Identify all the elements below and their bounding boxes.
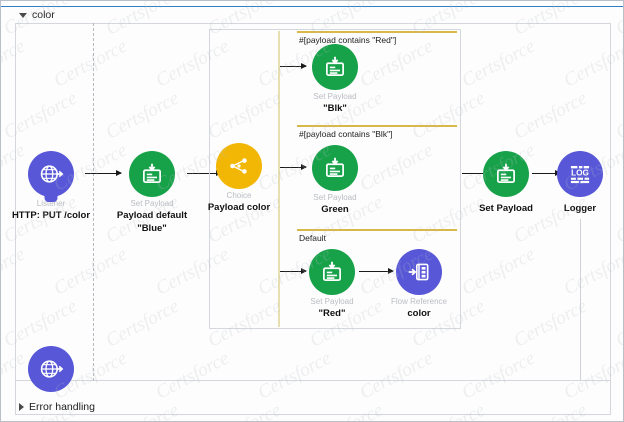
set-payload-blk-type-label: Set Payload	[313, 92, 357, 101]
node-error-listener[interactable]	[5, 346, 97, 392]
error-handling-label: Error handling	[29, 401, 95, 413]
flow-reference-icon-circle[interactable]	[396, 249, 442, 295]
flow-frame	[15, 23, 611, 381]
choice-router-icon	[230, 158, 247, 174]
set-payload-icon	[497, 163, 515, 183]
error-handling-header[interactable]: Error handling	[19, 401, 95, 413]
set-payload-red-name-label: "Red"	[318, 307, 346, 319]
set-payload-icon	[323, 261, 341, 281]
set-payload-red-type-label: Set Payload	[310, 297, 354, 306]
svg-text:LOG: LOG	[571, 169, 589, 178]
node-set-payload-default[interactable]: Set Payload Payload default "Blue"	[106, 151, 198, 235]
branch-container-3: Default	[297, 229, 457, 325]
logger-icon: LOG	[570, 165, 590, 184]
branch-label-3: Default	[299, 233, 326, 243]
logger-icon-circle[interactable]: LOG	[557, 151, 603, 197]
set-payload-default-name-label: Payload default	[116, 209, 188, 221]
choice-name-label: Payload color	[207, 201, 271, 213]
node-set-payload-final[interactable]: Set Payload	[460, 151, 552, 215]
branch-label-2: #[payload contains "Blk"]	[299, 129, 393, 139]
watermark-text: Certsforce	[612, 400, 623, 421]
flow-reference-type-label: Flow Reference	[390, 297, 448, 306]
branch-container-1: #[payload contains "Red"]	[297, 31, 457, 121]
choice-type-label: Choice	[226, 191, 252, 200]
error-handling-frame	[15, 381, 611, 415]
logger-name-label: Logger	[563, 203, 597, 214]
node-set-payload-green[interactable]: Set Payload Green	[289, 145, 381, 216]
set-payload-icon	[326, 56, 344, 76]
set-payload-green-icon-circle[interactable]	[312, 145, 358, 191]
set-payload-green-type-label: Set Payload	[313, 193, 357, 202]
branch-label-1: #[payload contains "Red"]	[299, 35, 397, 45]
set-payload-icon-circle[interactable]	[129, 151, 175, 197]
node-listener[interactable]: Listener HTTP: PUT /color	[5, 151, 97, 222]
set-payload-final-icon-circle[interactable]	[483, 151, 529, 197]
listener-icon-circle[interactable]	[28, 151, 74, 202]
set-payload-blk-name-label: "Blk"	[323, 102, 347, 114]
error-listener-icon-circle[interactable]	[28, 346, 74, 392]
flow-reference-name-label: color	[407, 307, 431, 319]
globe-icon	[40, 360, 64, 378]
flow-name-label: color	[32, 9, 55, 21]
globe-icon	[40, 165, 64, 183]
set-payload-final-name-label: Set Payload	[479, 203, 533, 214]
flow-reference-icon	[408, 263, 429, 281]
arrow-choice-to-branch-1	[280, 63, 307, 69]
watermark-text: Certsforce	[612, 295, 624, 352]
source-divider	[93, 23, 94, 381]
node-logger[interactable]: LOG Logger	[534, 151, 623, 215]
branch-container-2: #[payload contains "Blk"]	[297, 125, 457, 218]
set-payload-green-name-label: Green	[321, 203, 349, 215]
set-payload-default-value-label: "Blue"	[137, 222, 167, 234]
set-payload-icon	[143, 163, 161, 183]
node-flow-reference[interactable]: Flow Reference color	[373, 249, 465, 320]
listener-name-label: HTTP: PUT /color	[11, 209, 91, 221]
chevron-right-icon[interactable]	[19, 403, 24, 411]
flow-header[interactable]: color	[19, 9, 55, 21]
chevron-down-icon[interactable]	[19, 12, 27, 18]
arrow-listener-to-setpayload	[85, 170, 122, 176]
arrow-choice-to-branch-3	[280, 268, 307, 274]
top-accent-bar	[1, 1, 623, 7]
set-payload-default-type-label: Set Payload	[130, 199, 174, 208]
set-payload-blk-icon-circle[interactable]	[312, 44, 358, 90]
choice-icon-circle[interactable]	[216, 143, 262, 189]
listener-tab	[44, 193, 58, 202]
arrow-choice-to-branch-2	[280, 164, 307, 170]
watermark-text: Certsforce	[612, 87, 624, 144]
choice-container	[209, 29, 461, 329]
set-payload-icon	[326, 157, 344, 177]
node-choice[interactable]: Choice Payload color	[193, 143, 285, 214]
choice-spine-line	[278, 31, 280, 327]
node-set-payload-blk[interactable]: Set Payload "Blk"	[289, 44, 381, 115]
listener-type-label: Listener	[36, 199, 66, 208]
node-set-payload-red[interactable]: Set Payload "Red"	[286, 249, 378, 320]
arrow-setpayloadred-to-flowref	[359, 268, 394, 274]
set-payload-red-icon-circle[interactable]	[309, 249, 355, 295]
flow-tail-line	[580, 219, 581, 381]
